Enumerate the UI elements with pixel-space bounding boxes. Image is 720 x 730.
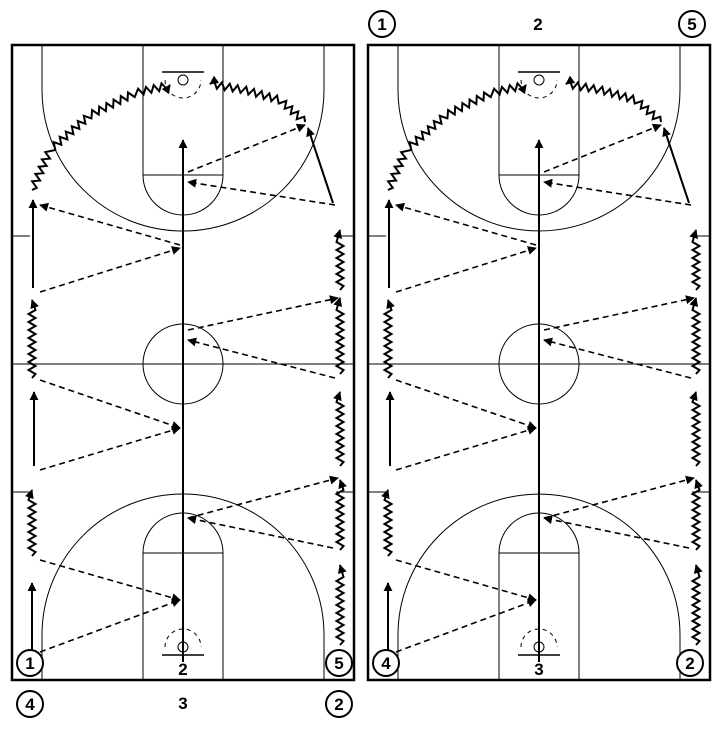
- dribble-arrow: [689, 229, 702, 291]
- center-player-3-label: 3: [534, 660, 543, 679]
- player-2-marker: 2: [325, 690, 353, 718]
- dribble-arrow: [382, 299, 395, 379]
- left-court: [10, 43, 356, 682]
- player-4-label: 4: [25, 695, 35, 714]
- cut-arrow: [306, 127, 334, 204]
- player-4-label: 4: [381, 654, 391, 673]
- pass-arrow: [39, 598, 181, 653]
- pass-arrow: [543, 475, 695, 519]
- center-player-3-label: 3: [178, 694, 187, 713]
- pass-arrow: [187, 123, 306, 173]
- pass-arrow: [39, 246, 181, 293]
- dribble-arrow: [333, 391, 346, 467]
- dribble-arrow: [209, 75, 306, 123]
- dribble-arrow: [689, 391, 702, 467]
- right-player-labels: 1 2 5 4 2 3: [368, 10, 706, 679]
- pass-arrow: [395, 202, 537, 246]
- dribble-arrow: [689, 297, 702, 375]
- pass-arrow: [39, 426, 181, 471]
- dribble-arrow: [26, 299, 39, 379]
- pass-arrow: [395, 246, 537, 293]
- right-court: [366, 43, 712, 682]
- movement-arrows: [25, 75, 703, 655]
- pass-arrow: [395, 379, 537, 430]
- dribble-arrow: [381, 489, 394, 557]
- pass-arrow: [543, 178, 692, 206]
- player-5-label: 5: [687, 15, 696, 34]
- player-5-marker: 5: [325, 649, 353, 677]
- player-1-marker: 1: [16, 649, 44, 677]
- pass-arrow: [187, 295, 339, 331]
- pass-arrow: [543, 295, 695, 331]
- dribble-arrow: [690, 479, 703, 551]
- dribble-arrow: [333, 297, 346, 375]
- pass-arrow: [187, 515, 334, 549]
- pass-arrow: [543, 123, 662, 173]
- player-2-marker: 2: [676, 649, 704, 677]
- dribble-arrow: [690, 564, 703, 646]
- player-2-label: 2: [334, 695, 343, 714]
- top-player-2-label: 2: [533, 15, 542, 34]
- pass-arrow: [39, 202, 181, 246]
- pass-arrow: [39, 559, 181, 603]
- player-1-label: 1: [377, 15, 386, 34]
- pass-arrow: [187, 178, 336, 206]
- dribble-arrow: [25, 489, 38, 557]
- player-2-label: 2: [685, 654, 694, 673]
- pass-arrow: [187, 475, 339, 519]
- pass-arrow: [187, 337, 336, 379]
- pass-arrow: [395, 559, 537, 603]
- player-4-marker: 4: [372, 649, 400, 677]
- player-1-marker: 1: [368, 10, 396, 38]
- top-basket: [177, 74, 189, 86]
- cut-arrow: [662, 127, 690, 204]
- pass-arrow: [395, 426, 537, 471]
- player-4-marker: 4: [16, 690, 44, 718]
- left-player-labels: 1 5 4 2 2 3: [16, 649, 353, 718]
- pass-arrow: [395, 598, 537, 653]
- dribble-arrow: [386, 81, 527, 191]
- pass-arrow: [39, 379, 181, 430]
- dribble-arrow: [565, 75, 662, 123]
- dribble-arrow: [334, 564, 347, 646]
- dribble-arrow: [333, 229, 346, 291]
- pass-arrow: [543, 515, 690, 549]
- pass-arrow: [543, 337, 692, 379]
- dribble-arrow: [334, 479, 347, 551]
- center-player-2-label: 2: [178, 660, 187, 679]
- player-5-label: 5: [334, 654, 343, 673]
- top-basket: [533, 74, 545, 86]
- player-1-label: 1: [25, 654, 34, 673]
- dribble-arrow: [30, 81, 171, 191]
- player-5-marker: 5: [678, 10, 706, 38]
